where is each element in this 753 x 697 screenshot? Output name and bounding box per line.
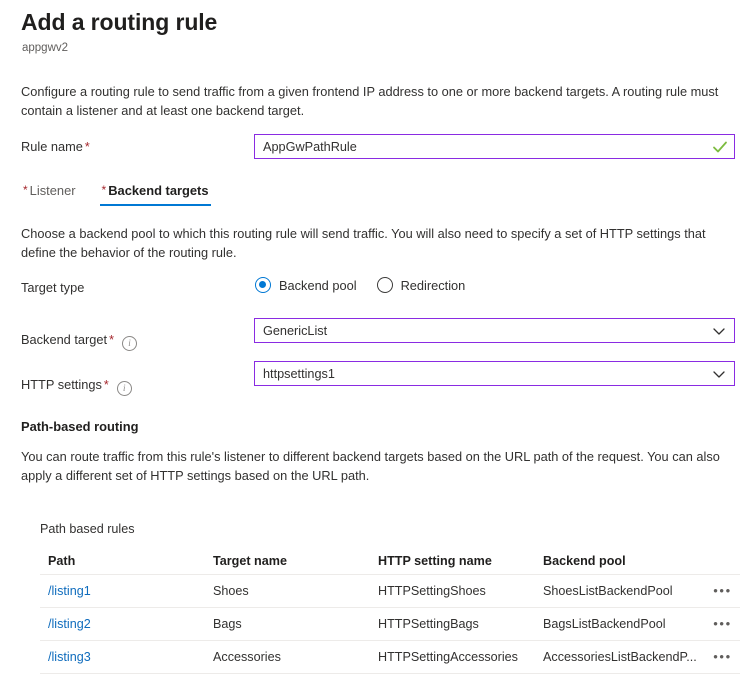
http-settings-dropdown[interactable]: httpsettings1: [254, 361, 735, 386]
intro-description: Configure a routing rule to send traffic…: [21, 84, 719, 118]
cell-backend-pool: BagsListBackendPool: [543, 617, 666, 631]
path-link[interactable]: /listing2: [48, 617, 91, 631]
cell-target-name: Bags: [213, 617, 242, 631]
cell-actions: •••: [705, 584, 740, 598]
cell-backend-pool: AccessoriesListBackendP...: [543, 650, 697, 664]
table-row[interactable]: /listing2 Bags HTTPSettingBags BagsListB…: [40, 608, 740, 641]
backend-target-label: Backend target* i: [21, 332, 137, 351]
column-header-http-setting-name: HTTP setting name: [378, 554, 492, 568]
required-asterisk: *: [109, 333, 114, 347]
radio-unselected-icon: [376, 277, 393, 293]
info-icon[interactable]: i: [121, 336, 137, 351]
radio-backend-pool[interactable]: Backend pool: [255, 277, 357, 293]
cell-target-name: Shoes: [213, 584, 249, 598]
chevron-down-icon: [713, 327, 725, 335]
rule-name-input[interactable]: AppGwPathRule: [254, 134, 735, 159]
target-type-radio-group: Backend pool Redirection: [255, 277, 485, 293]
section-description: Choose a backend pool to which this rout…: [21, 226, 706, 260]
page-title: Add a routing rule: [21, 9, 218, 35]
page-subtitle: appgwv2: [22, 42, 69, 54]
more-options-icon[interactable]: •••: [713, 650, 732, 664]
cell-actions: •••: [705, 617, 740, 631]
checkmark-icon: [713, 141, 727, 152]
column-header-backend-pool: Backend pool: [543, 554, 626, 568]
required-asterisk: *: [103, 378, 109, 392]
cell-target-name: Accessories: [213, 650, 281, 664]
backend-target-label-text: Backend target: [21, 332, 108, 347]
cell-path: /listing1: [40, 584, 205, 598]
path-based-routing-title: Path-based routing: [21, 419, 139, 434]
rule-name-label-text: Rule name: [21, 139, 83, 154]
backend-target-dropdown[interactable]: GenericList: [254, 318, 735, 343]
table-row[interactable]: /listing3 Accessories HTTPSettingAccesso…: [40, 641, 740, 674]
cell-http-setting-name: HTTPSettingBags: [378, 617, 479, 631]
tab-listener-asterisk: *: [23, 183, 28, 197]
http-settings-label-text: HTTP settings: [21, 377, 102, 392]
more-options-icon[interactable]: •••: [713, 617, 732, 631]
http-settings-value: httpsettings1: [263, 366, 335, 381]
tab-bar: *Listener *Backend targets: [21, 183, 233, 206]
path-link[interactable]: /listing1: [48, 584, 91, 598]
path-based-rules-caption: Path based rules: [40, 522, 135, 536]
cell-path: /listing2: [40, 617, 205, 631]
rule-name-label: Rule name*: [21, 139, 90, 154]
required-asterisk: *: [84, 140, 90, 154]
cell-http-setting-name: HTTPSettingShoes: [378, 584, 486, 598]
backend-target-value: GenericList: [263, 323, 328, 338]
column-header-path: Path: [48, 554, 76, 568]
target-type-label-text: Target type: [21, 280, 85, 295]
tab-backend-targets-asterisk: *: [101, 183, 107, 197]
cell-path: /listing3: [40, 650, 205, 664]
cell-backend-pool: ShoesListBackendPool: [543, 584, 673, 598]
radio-redirection-label: Redirection: [400, 277, 466, 293]
path-based-routing-description: You can route traffic from this rule's l…: [21, 449, 720, 483]
column-header-target-name: Target name: [213, 554, 287, 568]
chevron-down-icon: [713, 370, 725, 378]
info-icon[interactable]: i: [116, 381, 132, 396]
table-body: /listing1 Shoes HTTPSettingShoes ShoesLi…: [40, 575, 740, 674]
radio-selected-icon: [255, 277, 271, 293]
http-settings-label: HTTP settings* i: [21, 377, 132, 396]
cell-actions: •••: [705, 650, 740, 664]
more-options-icon[interactable]: •••: [713, 584, 732, 598]
radio-redirection[interactable]: Redirection: [376, 277, 466, 293]
radio-backend-pool-label: Backend pool: [279, 277, 357, 293]
tab-backend-targets[interactable]: *Backend targets: [99, 183, 211, 206]
tab-backend-targets-label: Backend targets: [108, 183, 209, 198]
table-row[interactable]: /listing1 Shoes HTTPSettingShoes ShoesLi…: [40, 575, 740, 608]
rule-name-value: AppGwPathRule: [263, 139, 357, 154]
cell-http-setting-name: HTTPSettingAccessories: [378, 650, 518, 664]
target-type-label: Target type: [21, 280, 84, 295]
table-header-row: Path Target name HTTP setting name Backe…: [40, 548, 740, 575]
tab-listener-label: Listener: [29, 183, 76, 198]
path-based-rules-table: Path Target name HTTP setting name Backe…: [40, 548, 740, 674]
path-link[interactable]: /listing3: [48, 650, 91, 664]
tab-listener[interactable]: *Listener: [21, 183, 78, 206]
